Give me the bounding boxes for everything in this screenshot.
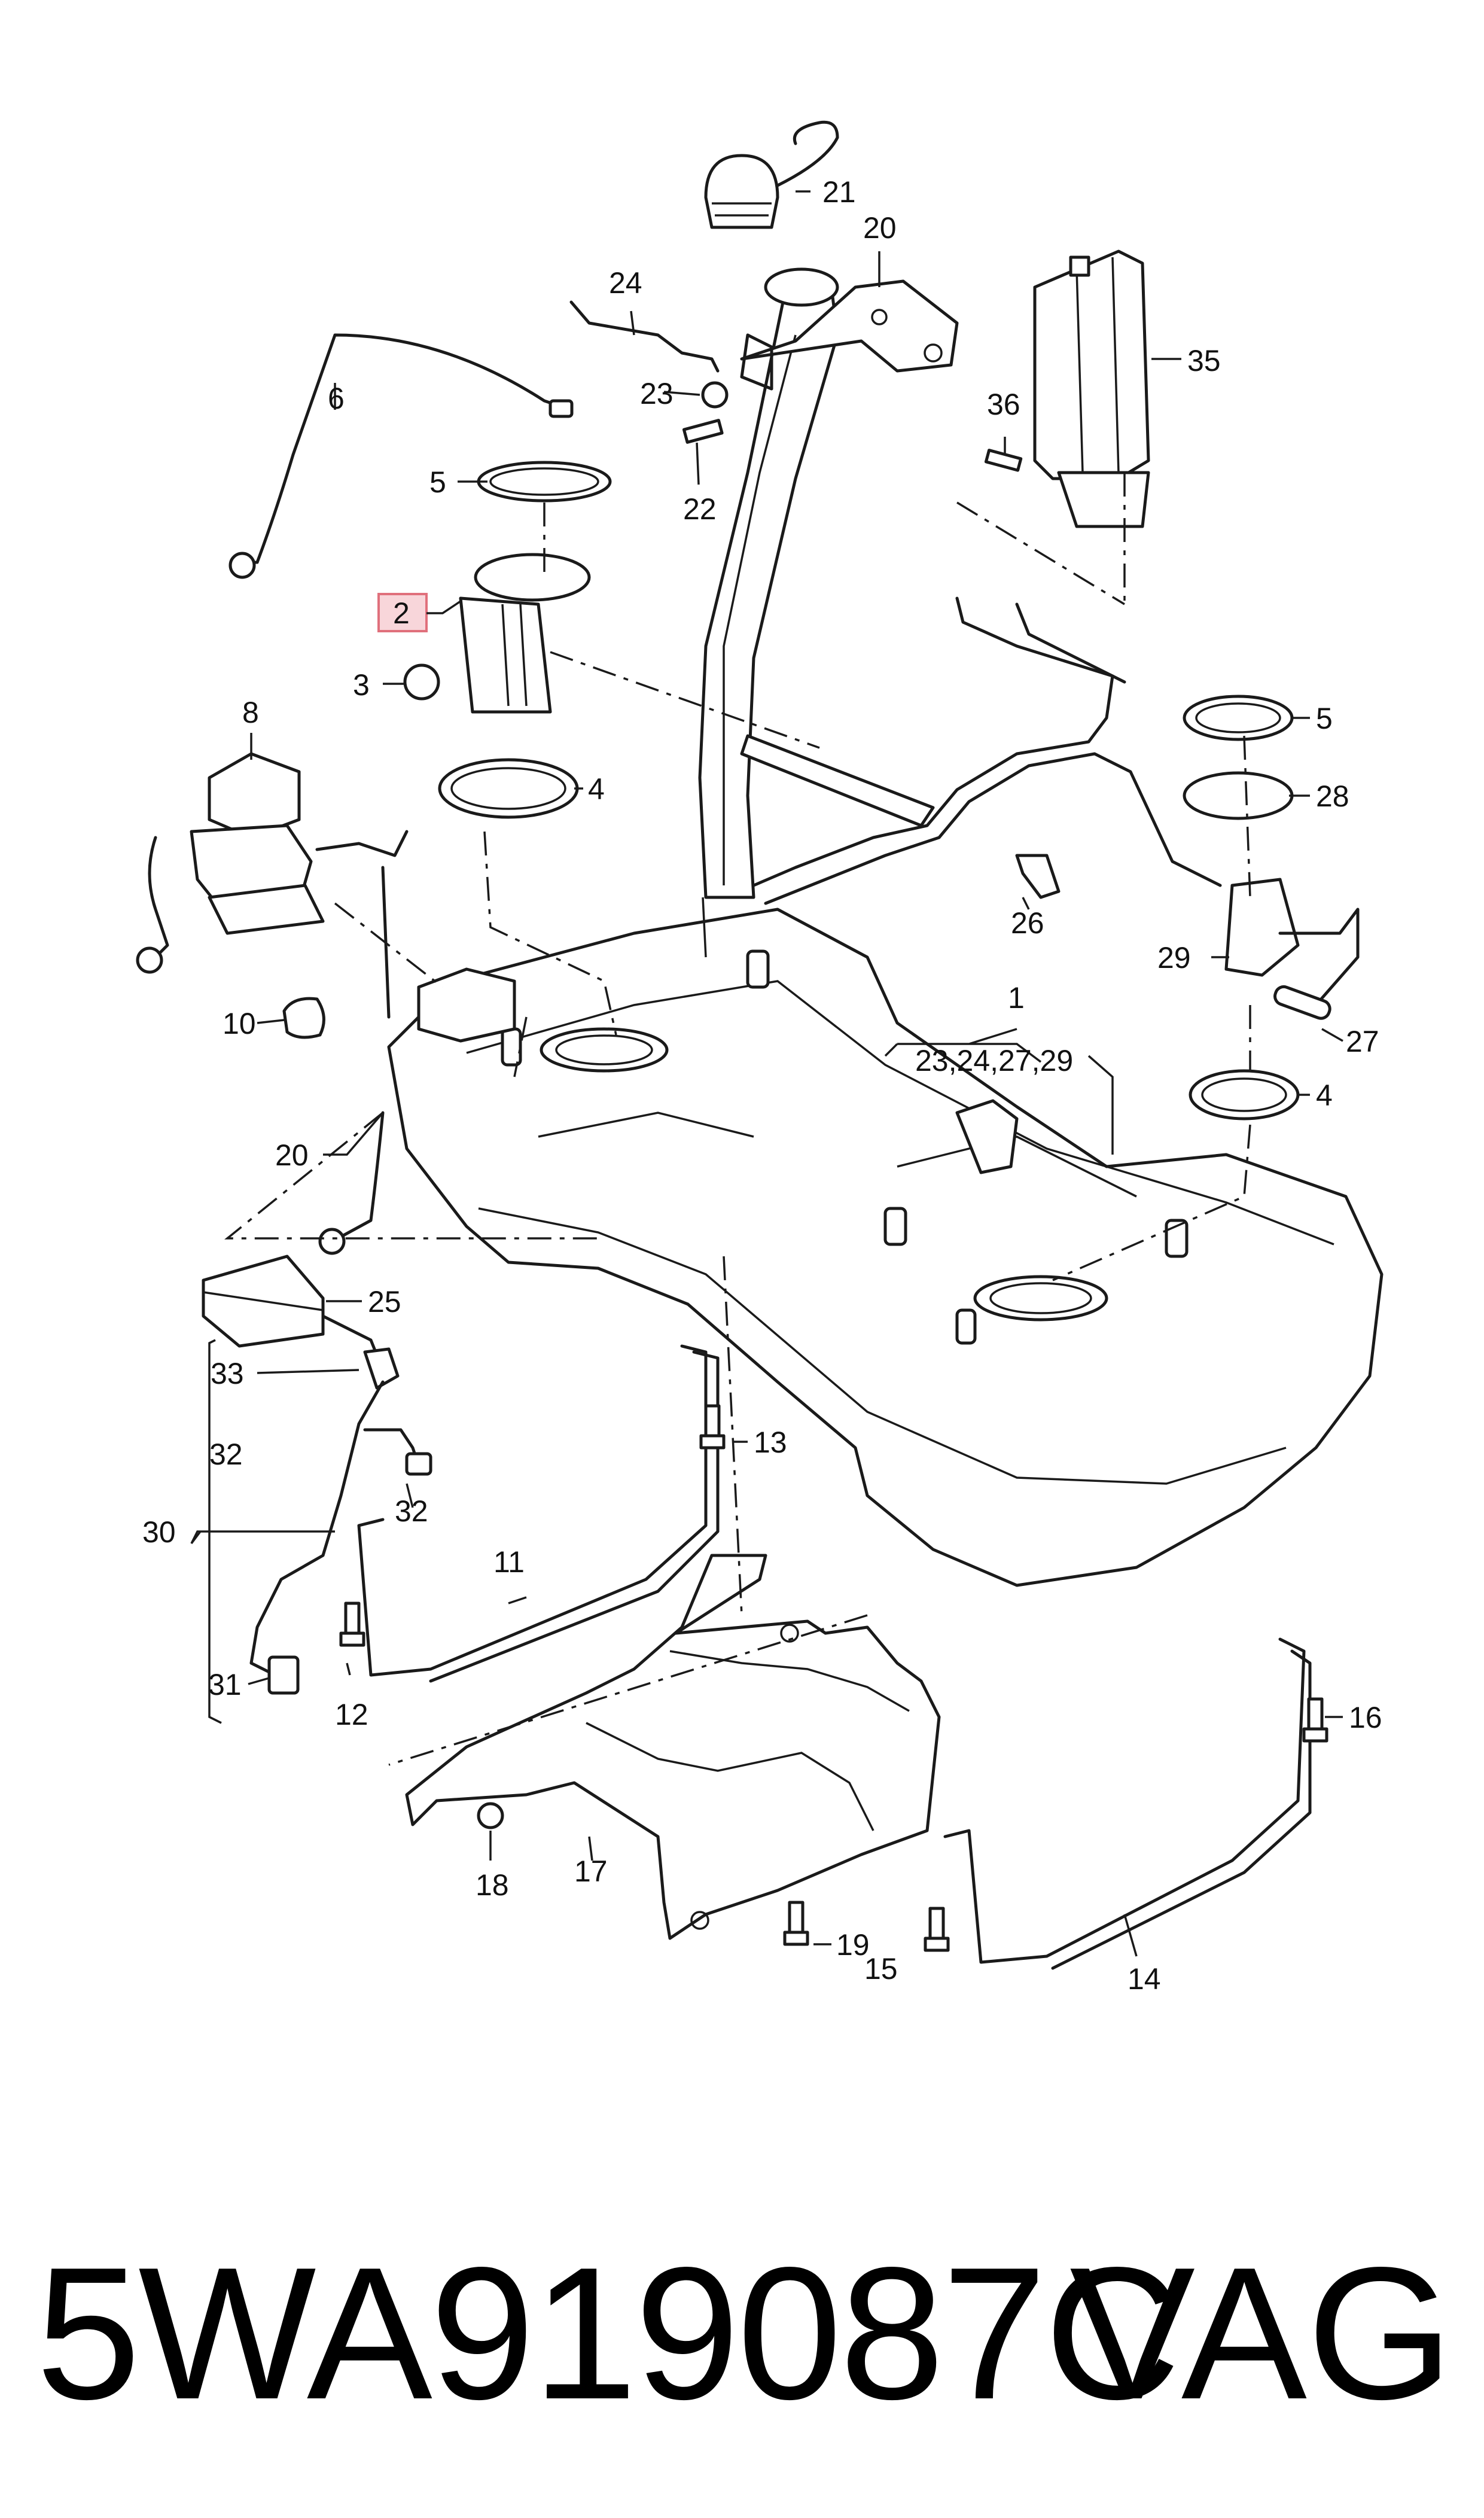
leader-lines [190,190,1343,1957]
fuel-tank-exploded-diagram: 21 20 24 23 22 35 36 6 5 2 3 4 8 5 28 26… [136,120,1384,1996]
brand-label: VAG [1069,2228,1453,2438]
callout-20-top: 20 [863,211,897,245]
callout-25: 25 [368,1285,401,1319]
clip [1015,854,1061,899]
callout-5-right: 5 [1316,702,1333,735]
callout-32-a: 32 [209,1438,243,1471]
fuel-pump-assembly [403,461,612,714]
callout-8: 8 [242,696,259,729]
callout-1: 1 [1008,981,1025,1015]
breather-hose [569,300,720,373]
callout-16: 16 [1349,1701,1382,1734]
callout-6: 6 [328,382,345,415]
carbon-canister [1033,249,1150,528]
callout-4-right: 4 [1316,1079,1333,1112]
callout-11: 11 [493,1545,525,1579]
callout-3: 3 [353,668,370,702]
callout-22: 22 [683,492,717,526]
callout-12: 12 [335,1698,368,1731]
tank-strap-11 [357,1344,708,1677]
callout-15: 15 [864,1952,898,1986]
sender-flange-right [1183,771,1294,820]
callout-13: 13 [754,1426,787,1459]
callout-19: 19 [836,1928,870,1962]
callout-14: 14 [1128,1962,1161,1996]
callout-35: 35 [1187,344,1221,377]
callout-30: 30 [142,1515,176,1549]
callout-32-b: 32 [395,1494,428,1528]
callout-10: 10 [223,1007,256,1040]
callout-27: 27 [1346,1025,1379,1058]
callout-2: 2 [393,596,410,630]
fuel-tank [387,908,1384,1587]
fasteners [339,381,1328,1952]
part-number: 5WA919087C [36,2228,1181,2438]
tank-strap-14 [943,1637,1306,1964]
callout-26: 26 [1011,906,1044,940]
callout-20-left: 20 [275,1138,309,1172]
fuel-pump-control-unit [202,1255,432,1695]
callout-18: 18 [476,1868,509,1902]
fuel-lines [228,333,1222,1255]
filler-neck [698,267,959,899]
part-number-footer: 5WA919087C VAG [36,2213,1459,2453]
callout-1-sub: 23,24,27,29 [915,1044,1073,1077]
callout-23: 23 [640,377,674,410]
callout-17: 17 [574,1855,608,1888]
callout-33: 33 [211,1357,244,1390]
callout-21: 21 [822,175,856,209]
grommet [282,997,325,1039]
fuel-cap [704,120,839,229]
callout-28: 28 [1316,780,1349,813]
callout-5-left: 5 [429,465,446,499]
callout-24: 24 [609,266,642,300]
callout-4-left: 4 [588,772,605,806]
heat-shield [405,1554,941,1940]
callout-31: 31 [208,1668,242,1701]
callout-36: 36 [987,388,1020,421]
fuel-level-sender [1224,878,1360,1020]
callout-labels: 21 20 24 23 22 35 36 6 5 2 3 4 8 5 28 26… [142,175,1382,1996]
valve-assembly [136,752,409,1019]
callout-29: 29 [1157,941,1191,975]
